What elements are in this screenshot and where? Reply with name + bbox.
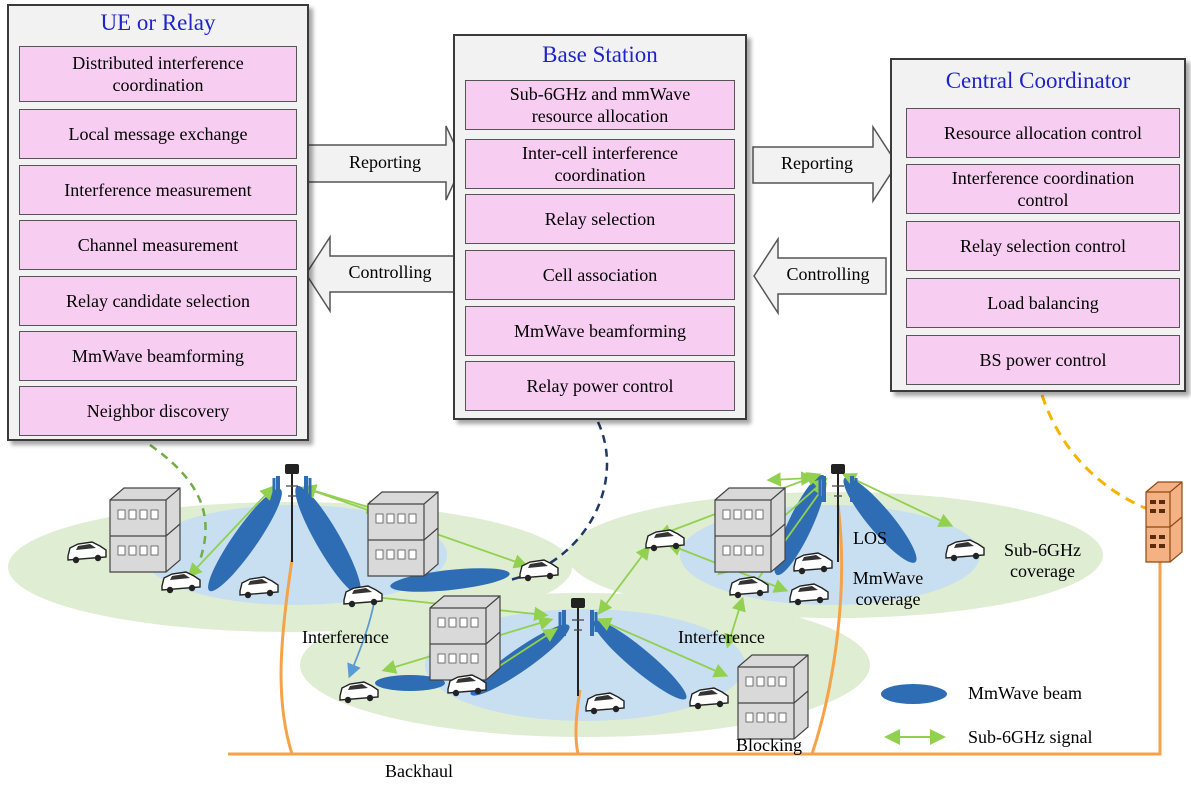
- base-station-title: Base Station: [542, 42, 658, 67]
- ue-item-mmwave-beamforming: MmWave beamforming: [19, 331, 297, 381]
- reporting-label-right: Reporting: [781, 153, 853, 173]
- controlling-label-left: Controlling: [348, 262, 432, 282]
- central-coordinator-server: [1145, 481, 1183, 563]
- central-coordinator-title: Central Coordinator: [945, 68, 1131, 93]
- interference-label-right: Interference: [678, 627, 765, 647]
- central-coordinator-panel: Central Coordinator Resource allocation …: [890, 58, 1186, 392]
- mmwave-coverage-label: MmWave coverage: [852, 568, 924, 609]
- reporting-label-left: Reporting: [349, 152, 421, 172]
- bs-item-cell-association: Cell association: [465, 250, 735, 300]
- ue-relay-title: UE or Relay: [100, 10, 216, 35]
- ue-item-local-message: Local message exchange: [19, 109, 297, 159]
- interference-label-left: Interference: [302, 627, 389, 647]
- bs-item-resource-allocation: Sub-6GHz and mmWave resource allocation: [465, 80, 735, 130]
- ue-item-distributed-interference: Distributed interference coordination: [19, 46, 297, 102]
- bs-item-relay-power-control: Relay power control: [465, 361, 735, 411]
- ue-item-channel-measurement: Channel measurement: [19, 220, 297, 270]
- cc-item-interference-coordination: Interference coordination control: [906, 164, 1180, 214]
- legend-mmwave-beam-label: MmWave beam: [968, 683, 1083, 703]
- block-arrows: [305, 124, 898, 316]
- controlling-label-right: Controlling: [786, 264, 870, 284]
- legend-sub6-signal-label: Sub-6GHz signal: [968, 727, 1093, 747]
- bs-item-mmwave-beamforming: MmWave beamforming: [465, 306, 735, 356]
- base-station-panel: Base Station Sub-6GHz and mmWave resourc…: [453, 34, 747, 420]
- ue-item-interference-measurement: Interference measurement: [19, 165, 297, 215]
- los-label: LOS: [853, 528, 888, 548]
- cc-item-relay-selection: Relay selection control: [906, 221, 1180, 271]
- legend-mmwave-beam-swatch: [883, 685, 947, 703]
- sub6-coverage-label: Sub-6GHz coverage: [1004, 540, 1081, 581]
- bs-item-inter-cell-interference: Inter-cell interference coordination: [465, 139, 735, 189]
- bs-item-relay-selection: Relay selection: [465, 194, 735, 244]
- ue-item-neighbor-discovery: Neighbor discovery: [19, 386, 297, 436]
- cc-item-load-balancing: Load balancing: [906, 278, 1180, 328]
- backhaul-label: Backhaul: [385, 761, 453, 781]
- ue-relay-panel: UE or Relay Distributed interference coo…: [7, 4, 309, 441]
- cc-item-bs-power-control: BS power control: [906, 335, 1180, 385]
- blocking-label: Blocking: [736, 735, 802, 755]
- backhaul-lines: [228, 504, 1162, 756]
- cc-link-dashed: [1040, 394, 1151, 512]
- ue-item-relay-candidate: Relay candidate selection: [19, 276, 297, 326]
- interference-arrow: [347, 597, 376, 679]
- cc-item-resource-allocation: Resource allocation control: [906, 108, 1180, 158]
